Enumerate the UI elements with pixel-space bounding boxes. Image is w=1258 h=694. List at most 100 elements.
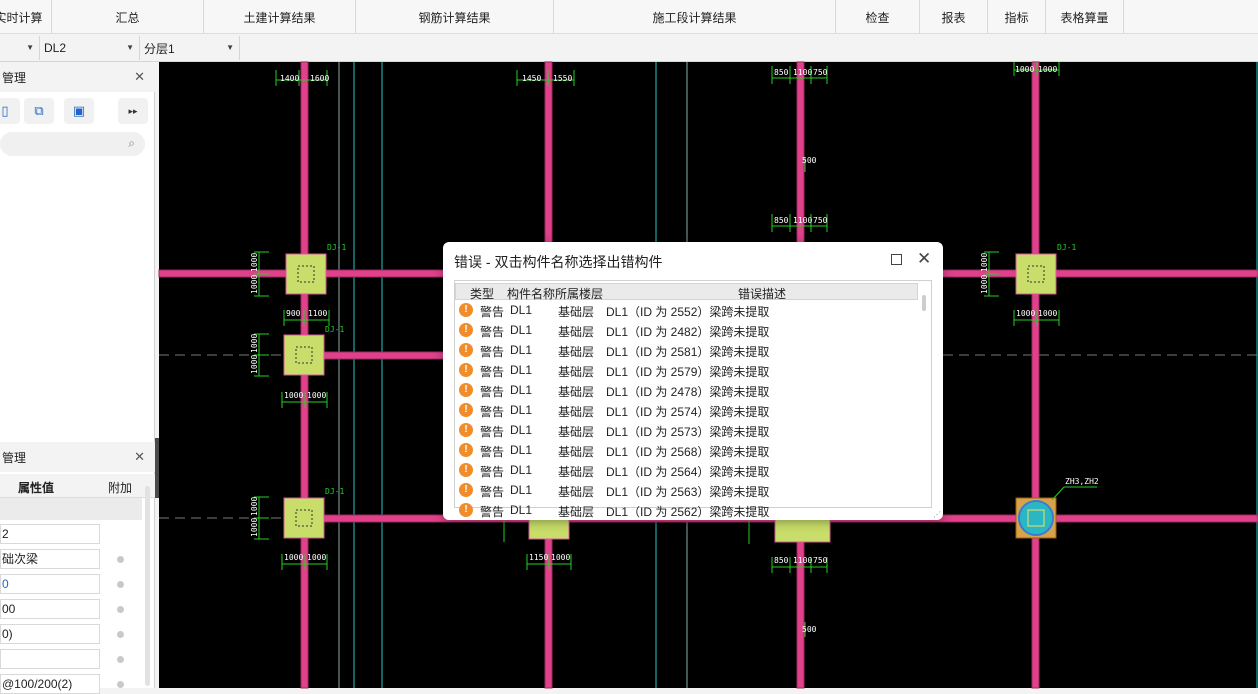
warning-icon: ! [459, 323, 473, 337]
row-component-name[interactable]: DL1 [510, 303, 533, 317]
row-description: DL1（ID 为 2573）梁跨未提取 [606, 425, 770, 439]
dim-label: 1100 [308, 309, 327, 318]
copy-component-button[interactable]: ⧉ [24, 98, 54, 124]
row-component-name[interactable]: DL1 [510, 463, 533, 477]
property-scrollbar[interactable] [145, 486, 150, 686]
property-table-header: 属性值 附加 [0, 474, 155, 498]
append-checkbox[interactable] [117, 681, 124, 688]
dialog-title: 错误 - 双击构件名称选择出错构件 [454, 254, 663, 270]
row-component-name[interactable]: DL1 [510, 503, 533, 517]
append-checkbox[interactable] [117, 631, 124, 638]
append-checkbox[interactable] [117, 581, 124, 588]
row-floor: 基础层 [558, 385, 595, 399]
close-button[interactable]: ✕ [917, 249, 931, 269]
ribbon-group-check[interactable]: 检查 [836, 0, 920, 34]
row-component-name[interactable]: DL1 [510, 483, 533, 497]
row-component-name[interactable]: DL1 [510, 443, 533, 457]
component-list-header: 管理 ✕ [0, 62, 155, 92]
document-icon: ▯ [1, 103, 9, 118]
property-value-cell[interactable]: @100/200(2) [0, 674, 100, 694]
row-description: DL1（ID 为 2568）梁跨未提取 [606, 445, 770, 459]
ribbon-group-report[interactable]: 报表 [920, 0, 988, 34]
column-description[interactable]: 错误描述 [738, 287, 787, 301]
property-value-cell[interactable]: 00 [0, 599, 100, 619]
dim-label: 750 [813, 556, 828, 565]
row-component-name[interactable]: DL1 [510, 403, 533, 417]
row-type: 警告 [480, 485, 505, 499]
drawing-canvas[interactable]: 1400 1600 1450 1550 850 1100 750 1000 10… [158, 61, 1258, 689]
warning-icon: ! [459, 403, 473, 417]
component-select[interactable]: DL2▼ [40, 36, 140, 60]
row-component-name[interactable]: DL1 [510, 363, 533, 377]
ribbon-tab-row: 实时计算 汇总 土建计算结果 钢筋计算结果 施工段计算结果 检查 报表 指标 表… [0, 0, 1258, 34]
ribbon-group-summary[interactable]: 汇总 [52, 0, 204, 34]
dim-label: 1000 [1038, 65, 1057, 74]
row-component-name[interactable]: DL1 [510, 323, 533, 337]
dim-label: 1150 [529, 553, 548, 562]
dim-label: 1000 [284, 391, 303, 400]
dim-label: 1100 [793, 68, 812, 77]
chevron-down-icon: ▼ [226, 43, 234, 52]
chevron-down-icon: ▼ [126, 43, 134, 52]
ribbon-group-section-results[interactable]: 施工段计算结果 [554, 0, 836, 34]
ribbon-group-civil-results[interactable]: 土建计算结果 [204, 0, 356, 34]
row-component-name[interactable]: DL1 [510, 383, 533, 397]
save-component-button[interactable]: ▣ [64, 98, 94, 124]
warning-icon: ! [459, 363, 473, 377]
row-description: DL1（ID 为 2563）梁跨未提取 [606, 485, 770, 499]
row-type: 警告 [480, 445, 505, 459]
property-value-cell[interactable] [0, 649, 100, 669]
property-value-cell[interactable]: 2 [0, 524, 100, 544]
close-icon[interactable]: ✕ [134, 449, 145, 464]
maximize-button[interactable] [891, 254, 902, 265]
row-component-name[interactable]: DL1 [510, 343, 533, 357]
dimension-lines [254, 62, 1097, 637]
dim-label: 1600 [310, 74, 329, 83]
property-value-cell[interactable]: 0 [0, 574, 100, 594]
ribbon-group-indicator[interactable]: 指标 [988, 0, 1046, 34]
layer-select[interactable]: 分层1▼ [140, 36, 240, 60]
ribbon-group-realtime-calc[interactable]: 实时计算 [0, 0, 52, 34]
close-icon: ✕ [917, 249, 932, 268]
expand-toolbar-button[interactable]: ▸▸ [118, 98, 148, 124]
row-description: DL1（ID 为 2562）梁跨未提取 [606, 505, 770, 519]
warning-icon: ! [459, 423, 473, 437]
append-checkbox[interactable] [117, 606, 124, 613]
search-input[interactable]: ⌕ [0, 132, 145, 156]
column-floor[interactable]: 所属楼层 [555, 287, 604, 301]
property-value-cell[interactable]: 础次梁 [0, 549, 100, 569]
row-description: DL1（ID 为 2482）梁跨未提取 [606, 325, 770, 339]
row-type: 警告 [480, 505, 505, 519]
append-checkbox[interactable] [117, 656, 124, 663]
dim-label: 850 [774, 68, 789, 77]
row-type: 警告 [480, 465, 505, 479]
chevron-down-icon: ▼ [26, 43, 34, 52]
row-description: DL1（ID 为 2581）梁跨未提取 [606, 345, 770, 359]
warning-icon: ! [459, 503, 473, 517]
append-checkbox[interactable] [117, 556, 124, 563]
property-value-cell[interactable]: 0) [0, 624, 100, 644]
new-component-button[interactable]: ▯ [0, 98, 20, 124]
resize-grip-icon[interactable]: ⋰ [933, 510, 941, 519]
column-type[interactable]: 类型 [470, 287, 495, 301]
table-scrollbar[interactable] [922, 295, 926, 311]
category-select[interactable]: ▼ [0, 36, 40, 60]
ribbon-group-rebar-results[interactable]: 钢筋计算结果 [356, 0, 554, 34]
row-component-name[interactable]: DL1 [510, 423, 533, 437]
warning-icon: ! [459, 383, 473, 397]
close-icon[interactable]: ✕ [134, 69, 145, 84]
column-name[interactable]: 构件名称 [507, 287, 556, 301]
component-labels: DJ-1 DJ-1 DJ-1 DJ-1 [325, 243, 1076, 496]
ribbon-group-table-quantity[interactable]: 表格算量 [1046, 0, 1124, 34]
